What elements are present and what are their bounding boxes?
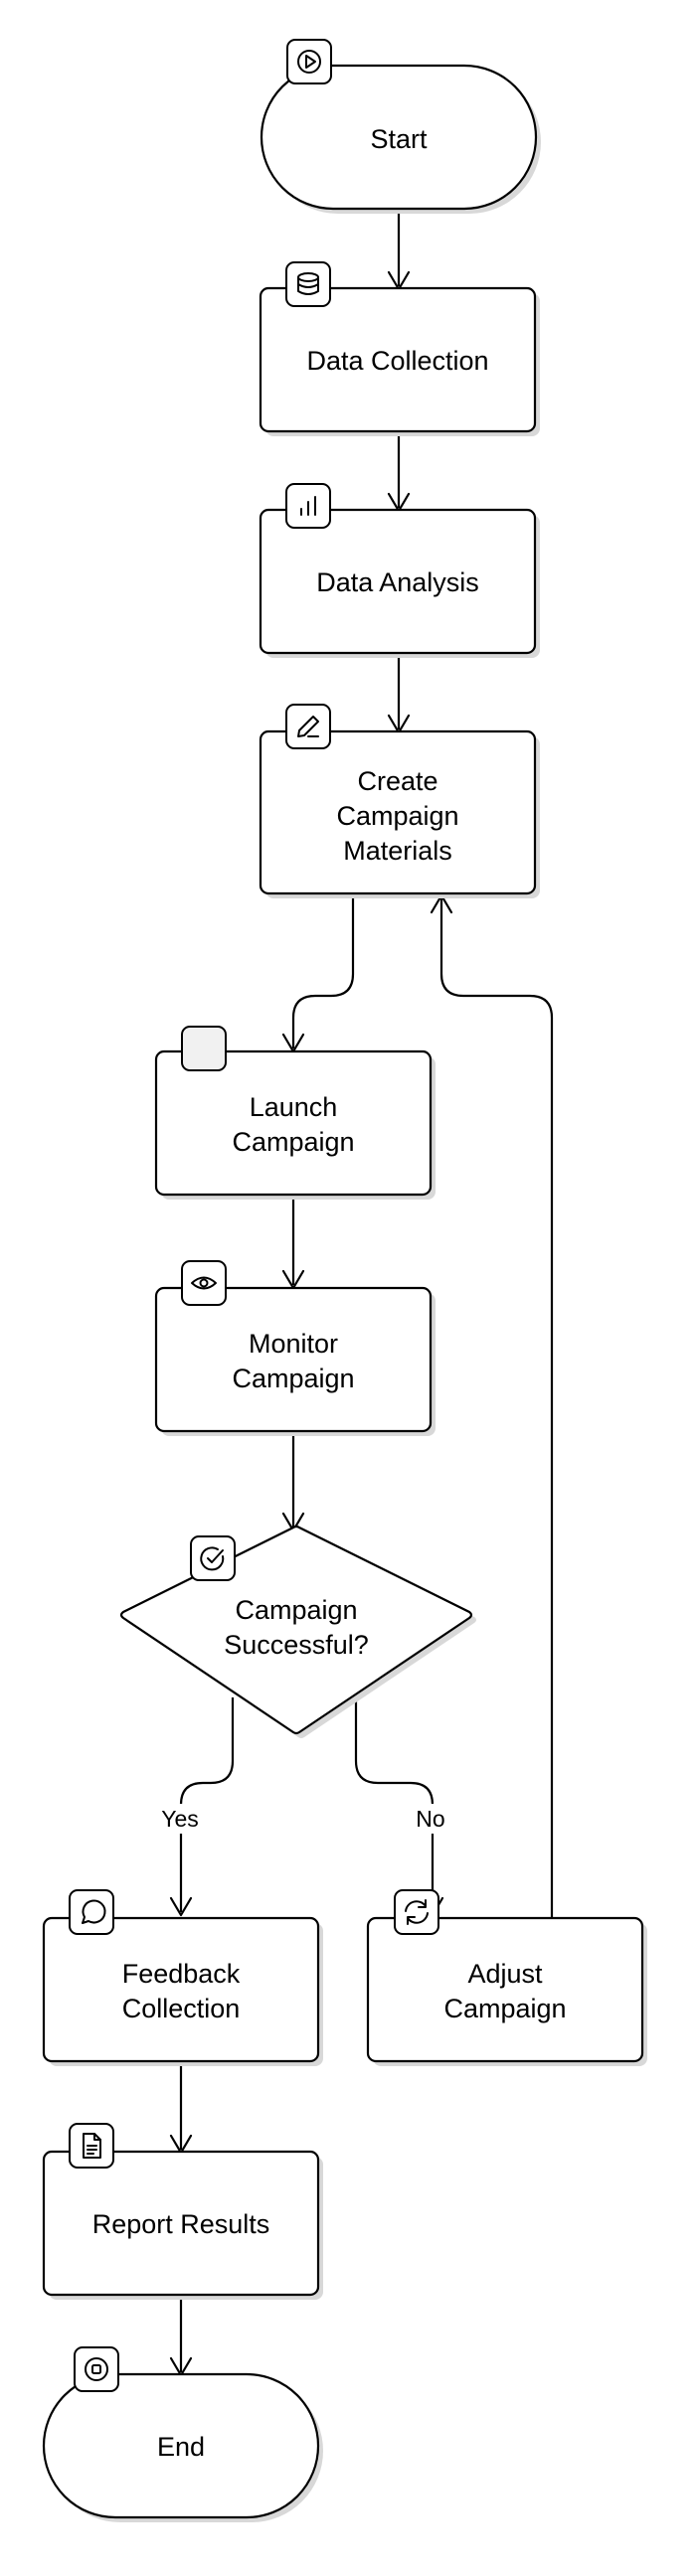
eye-icon	[181, 1260, 227, 1306]
svg-text:Successful?: Successful?	[224, 1630, 369, 1660]
edge-feedback-to-report	[169, 2061, 193, 2155]
pencil-icon	[285, 704, 331, 749]
refresh-icon	[394, 1889, 439, 1935]
svg-text:Create: Create	[357, 766, 437, 796]
node-start[interactable]: Start	[260, 64, 541, 214]
svg-text:Campaign: Campaign	[232, 1127, 354, 1157]
check-circle-icon	[190, 1535, 236, 1581]
edge-decision-to-feedback	[169, 1697, 235, 1917]
svg-text:Campaign: Campaign	[232, 1364, 354, 1393]
svg-text:Collection: Collection	[122, 1994, 241, 2023]
node-launch[interactable]: Launch Campaign	[154, 1049, 436, 1200]
edge-label-yes: Yes	[153, 1804, 207, 1834]
svg-text:End: End	[157, 2432, 205, 2462]
node-feedback[interactable]: Feedback Collection	[42, 1916, 323, 2066]
edge-report-to-end	[169, 2298, 193, 2377]
edges	[169, 211, 554, 2377]
svg-text:Launch: Launch	[250, 1092, 338, 1122]
edge-monitor-to-decision	[281, 1430, 305, 1532]
document-icon	[69, 2123, 114, 2169]
svg-text:Campaign: Campaign	[443, 1994, 566, 2023]
edge-data-analysis-to-create-materials	[387, 654, 411, 734]
edge-create-materials-to-launch	[281, 895, 355, 1053]
edge-label-no: No	[410, 1804, 451, 1834]
svg-text:Adjust: Adjust	[467, 1959, 543, 1989]
play-icon	[286, 39, 332, 84]
svg-text:Data Analysis: Data Analysis	[316, 567, 479, 597]
node-create-materials[interactable]: Create Campaign Materials	[259, 729, 540, 898]
svg-text:Materials: Materials	[343, 836, 452, 866]
svg-text:Data Collection: Data Collection	[306, 346, 488, 376]
node-adjust[interactable]: Adjust Campaign	[366, 1916, 647, 2066]
svg-text:Report Results: Report Results	[92, 2209, 270, 2239]
node-data-collection[interactable]: Data Collection	[259, 286, 540, 436]
edge-launch-to-monitor	[281, 1194, 305, 1290]
edge-data-collection-to-data-analysis	[387, 433, 411, 513]
node-data-analysis[interactable]: Data Analysis	[259, 508, 540, 658]
node-end[interactable]: End	[42, 2372, 323, 2522]
svg-text:No: No	[416, 1806, 444, 1832]
stop-icon	[74, 2346, 119, 2392]
svg-text:Campaign: Campaign	[336, 801, 458, 831]
bar-chart-icon	[285, 483, 331, 529]
blank-icon	[181, 1026, 227, 1071]
edge-start-to-data-collection	[387, 211, 411, 291]
svg-text:Yes: Yes	[161, 1806, 199, 1832]
svg-text:Start: Start	[370, 124, 428, 154]
svg-text:Feedback: Feedback	[122, 1959, 241, 1989]
node-report[interactable]: Report Results	[42, 2150, 323, 2300]
chat-bubble-icon	[69, 1889, 114, 1935]
edge-adjust-to-create-materials	[430, 893, 554, 1918]
database-icon	[285, 261, 331, 307]
svg-text:Monitor: Monitor	[249, 1329, 338, 1359]
node-decision[interactable]: Campaign Successful?	[119, 1525, 476, 1738]
node-monitor[interactable]: Monitor Campaign	[154, 1286, 436, 1436]
svg-text:Campaign: Campaign	[235, 1595, 357, 1625]
